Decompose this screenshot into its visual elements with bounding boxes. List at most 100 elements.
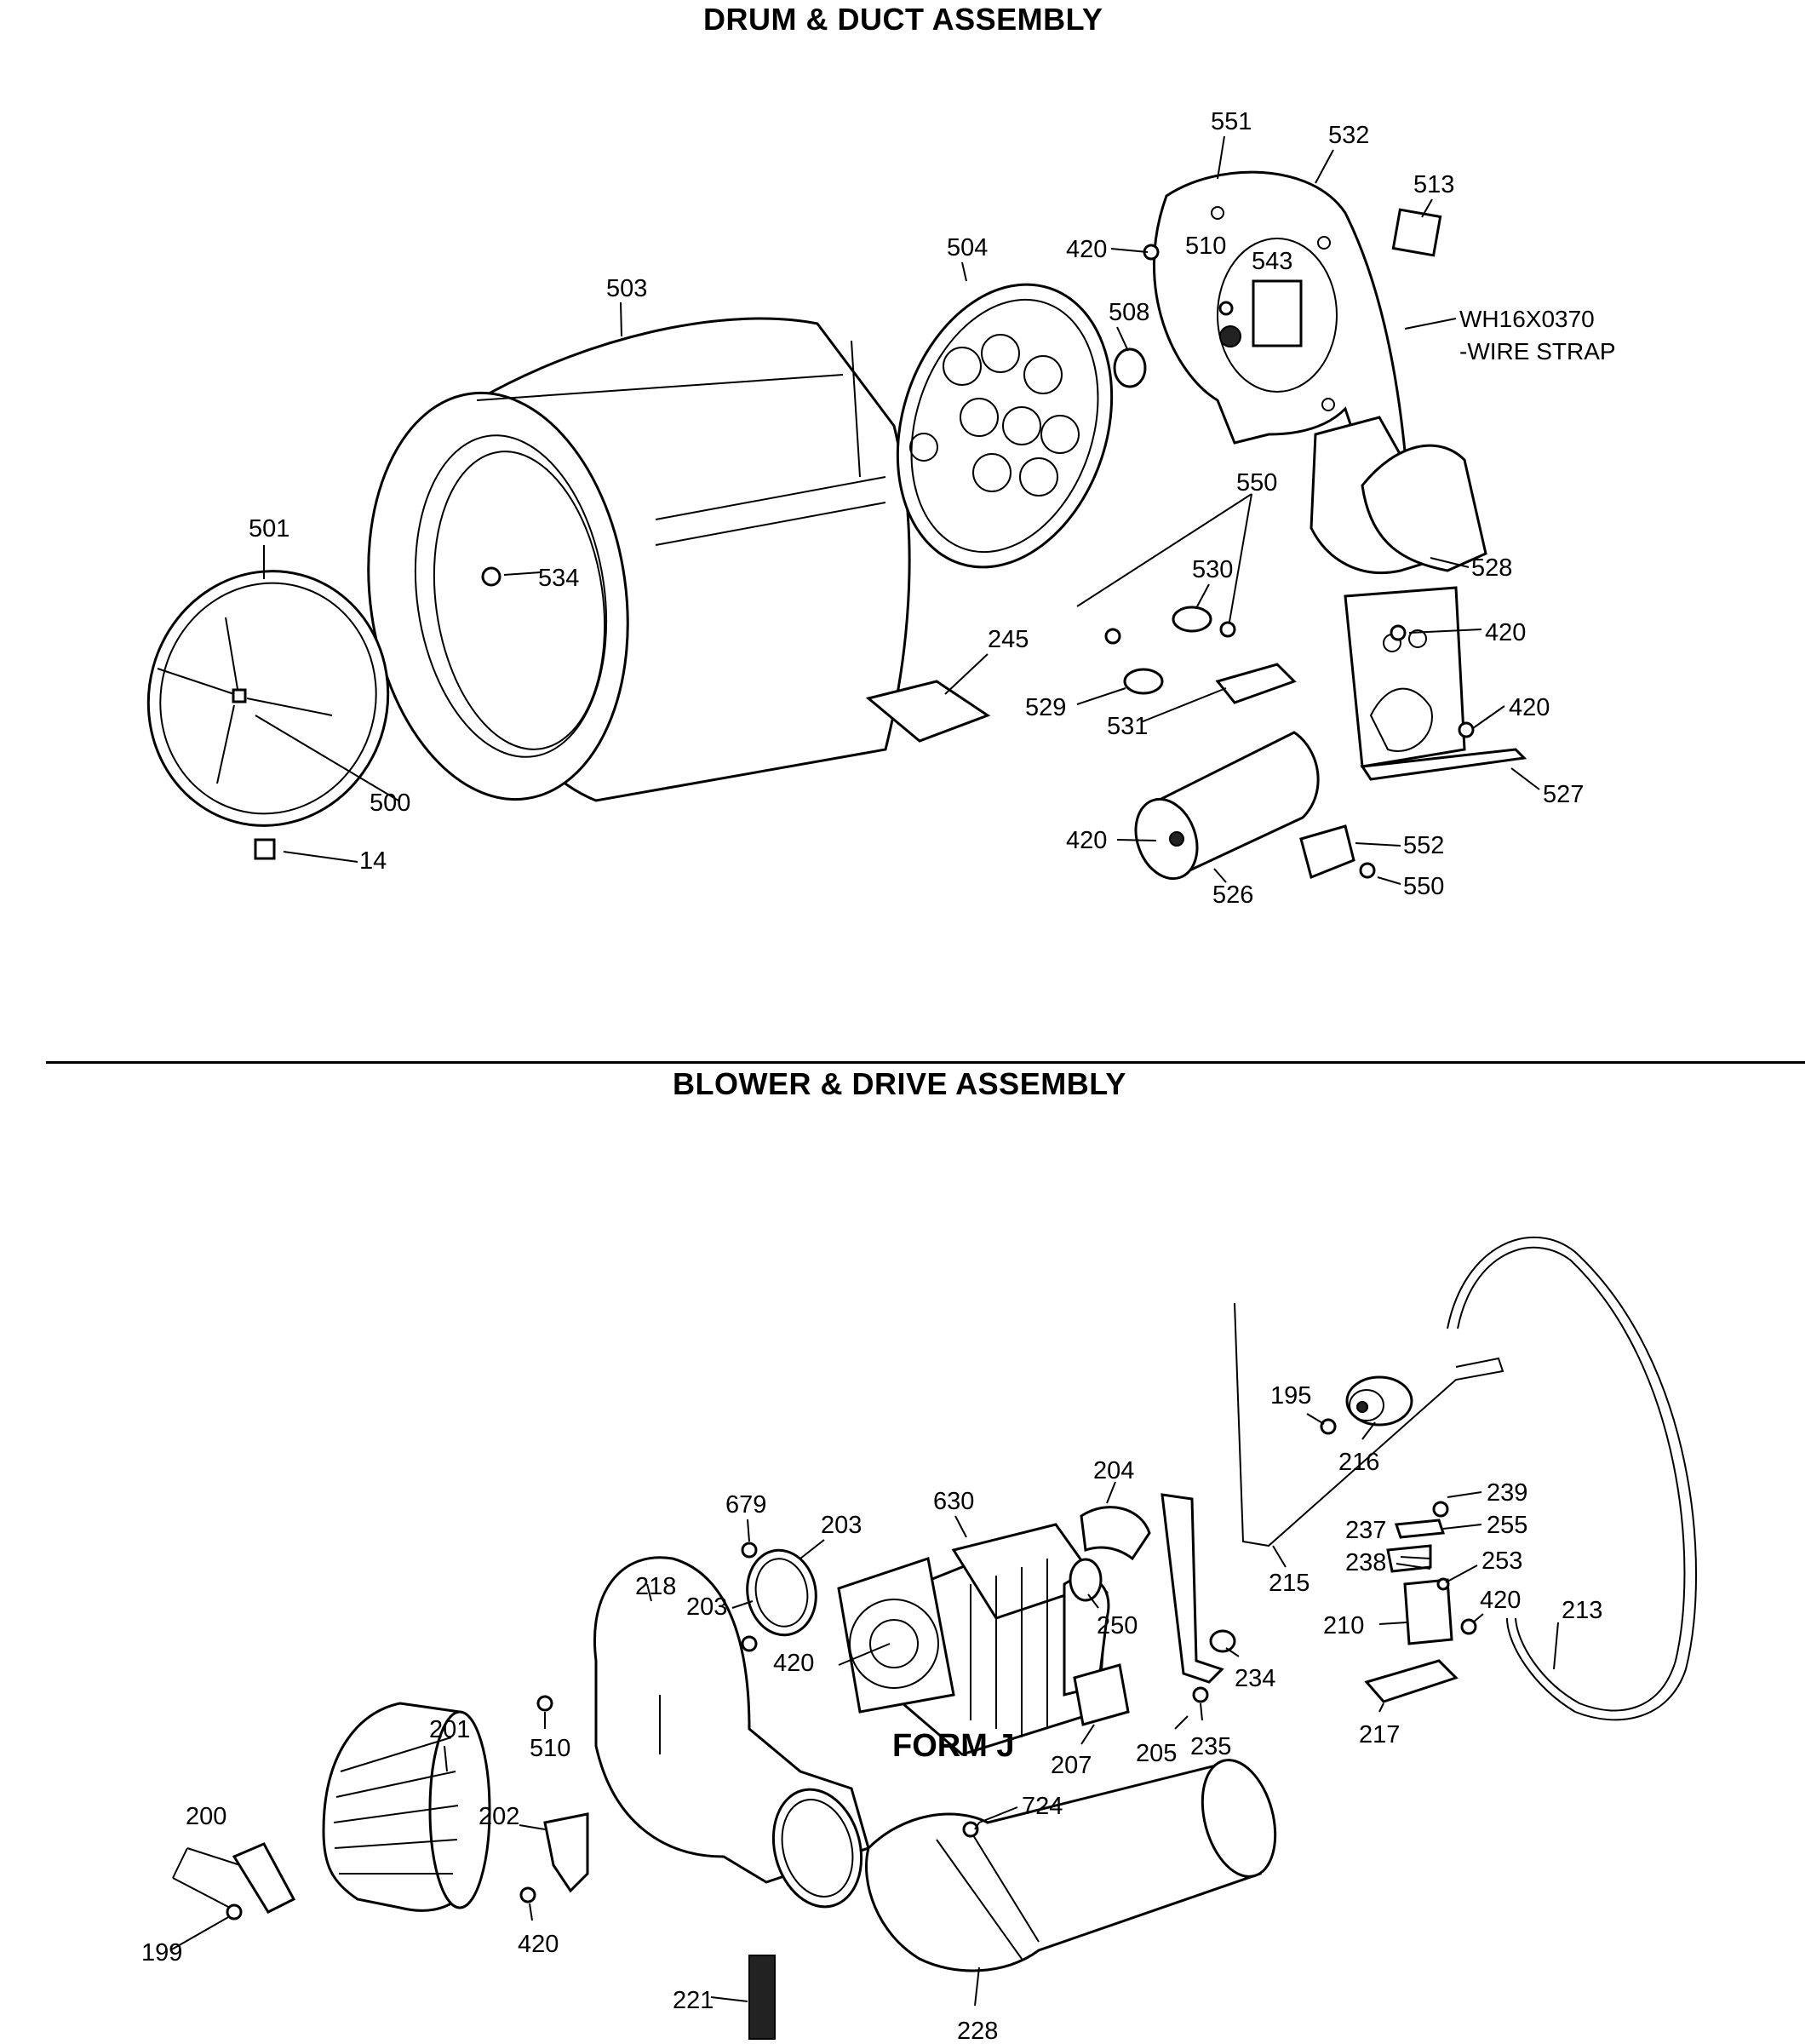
screw-420-box-top[interactable] (1390, 624, 1407, 641)
callout-510: 510 (1185, 233, 1226, 260)
callout-534: 534 (538, 565, 579, 592)
thermostat-529[interactable] (1123, 668, 1164, 695)
callout-253: 253 (1481, 1547, 1522, 1575)
exhaust-duct-part[interactable] (1361, 444, 1487, 572)
callout-237: 237 (1345, 1517, 1386, 1544)
callout-528: 528 (1471, 554, 1512, 582)
screw-510[interactable] (536, 1695, 553, 1712)
callout-221: 221 (673, 1987, 714, 2014)
bracket-200[interactable] (232, 1842, 296, 1914)
heater-box-part[interactable] (1344, 586, 1527, 781)
gas-valve-part[interactable] (1126, 731, 1320, 887)
callout-255: 255 (1487, 1512, 1527, 1539)
callout-552: 552 (1403, 832, 1444, 859)
idler-arm-part[interactable] (1234, 1302, 1504, 1547)
callout-420: 420 (1509, 694, 1550, 721)
drum-duct-assembly-title: DRUM & DUCT ASSEMBLY (703, 2, 1103, 37)
callout-420: 420 (773, 1650, 814, 1677)
callout-724: 724 (1022, 1793, 1063, 1820)
blower-drive-parts: FORM J 195 216 239 255 204 679 630 203 2… (141, 1237, 1698, 2044)
blower-housing-part[interactable] (593, 1556, 874, 1917)
callout-420: 420 (518, 1931, 559, 1958)
switch-237[interactable] (1386, 1544, 1432, 1573)
screw-235[interactable] (1192, 1686, 1209, 1703)
screw-679[interactable] (741, 1542, 758, 1559)
callout-201: 201 (429, 1716, 470, 1743)
bearing-508[interactable] (1113, 347, 1147, 388)
screw-239[interactable] (1432, 1501, 1449, 1518)
callout-503: 503 (606, 275, 647, 302)
callout-530: 530 (1192, 556, 1233, 583)
blower-wheel-part[interactable] (322, 1702, 491, 1912)
callout-195: 195 (1270, 1382, 1311, 1410)
clip-14[interactable] (254, 838, 276, 860)
nut-234[interactable] (1209, 1629, 1236, 1653)
callout-217: 217 (1359, 1721, 1400, 1748)
blower-leader-lines (169, 1413, 1559, 2007)
callout-526: 526 (1212, 881, 1253, 909)
callout-218: 218 (635, 1573, 676, 1600)
callout-550: 550 (1403, 873, 1444, 900)
nut-253[interactable] (1436, 1577, 1450, 1591)
form-label: FORM J (892, 1728, 1015, 1764)
screw-510[interactable] (1218, 301, 1234, 316)
exhaust-duct-part[interactable] (865, 1752, 1287, 1972)
callout-250: 250 (1097, 1612, 1138, 1639)
bracket-531[interactable] (1215, 663, 1297, 704)
callout-205: 205 (1136, 1740, 1177, 1767)
callout-234: 234 (1235, 1665, 1275, 1692)
callout-543: 543 (1252, 248, 1292, 275)
screw-199[interactable] (226, 1903, 243, 1921)
blower-drive-assembly-title: BLOWER & DRIVE ASSEMBLY (673, 1066, 1126, 1101)
part-202[interactable] (543, 1812, 589, 1893)
screw-534[interactable] (481, 566, 501, 587)
bracket-210[interactable] (1403, 1578, 1453, 1645)
plate-245[interactable] (865, 680, 991, 743)
drive-belt-part[interactable] (1447, 1237, 1698, 1721)
lint-filter-221[interactable] (748, 1955, 776, 2040)
screw-420-motor[interactable] (741, 1635, 758, 1652)
callout-508: 508 (1109, 299, 1149, 326)
callout-532: 532 (1328, 122, 1369, 149)
callout-216: 216 (1338, 1449, 1379, 1476)
screw-420-right[interactable] (1460, 1618, 1477, 1635)
screw-550-bottom[interactable] (1359, 862, 1376, 879)
screw-550-right[interactable] (1219, 621, 1236, 638)
screw-420-box-side[interactable] (1458, 721, 1475, 738)
callout-420: 420 (1066, 236, 1107, 263)
callout-510: 510 (530, 1735, 570, 1762)
callout-529: 529 (1025, 694, 1066, 721)
motor-clamp-part[interactable] (741, 1545, 822, 1640)
wire-strap-description: -WIRE STRAP (1459, 338, 1616, 365)
drive-motor-part[interactable] (837, 1523, 1110, 1756)
callout-551: 551 (1211, 108, 1252, 135)
plate-217[interactable] (1364, 1659, 1459, 1703)
drum-part[interactable] (343, 317, 911, 817)
idler-pulley-part[interactable] (1345, 1375, 1413, 1427)
screw-724[interactable] (962, 1821, 979, 1838)
motor-switch-part[interactable] (1073, 1663, 1130, 1726)
screw-550-left[interactable] (1104, 628, 1121, 645)
screw-195[interactable] (1320, 1418, 1337, 1435)
thermostat-530[interactable] (1172, 606, 1212, 633)
callout-527: 527 (1543, 781, 1584, 808)
callout-199: 199 (141, 1939, 182, 1966)
screw-420-bottom[interactable] (519, 1886, 536, 1903)
callout-679: 679 (725, 1491, 766, 1519)
callout-228: 228 (957, 2018, 998, 2044)
plate-255[interactable] (1394, 1519, 1446, 1539)
callout-238: 238 (1345, 1549, 1386, 1576)
front-seal-part[interactable] (120, 544, 416, 853)
callout-245: 245 (988, 626, 1029, 653)
drum-rear-panel[interactable] (863, 256, 1146, 595)
callout-200: 200 (186, 1803, 226, 1830)
motor-bracket-part[interactable] (1080, 1493, 1224, 1684)
callout-513: 513 (1413, 171, 1454, 198)
wire-strap-part-number: WH16X0370 (1459, 306, 1595, 332)
callout-210: 210 (1323, 1612, 1364, 1639)
part-552[interactable] (1299, 824, 1355, 880)
part-513[interactable] (1391, 208, 1442, 257)
callout-204: 204 (1093, 1457, 1134, 1484)
callout-501: 501 (249, 515, 289, 543)
callout-203: 203 (821, 1512, 862, 1539)
